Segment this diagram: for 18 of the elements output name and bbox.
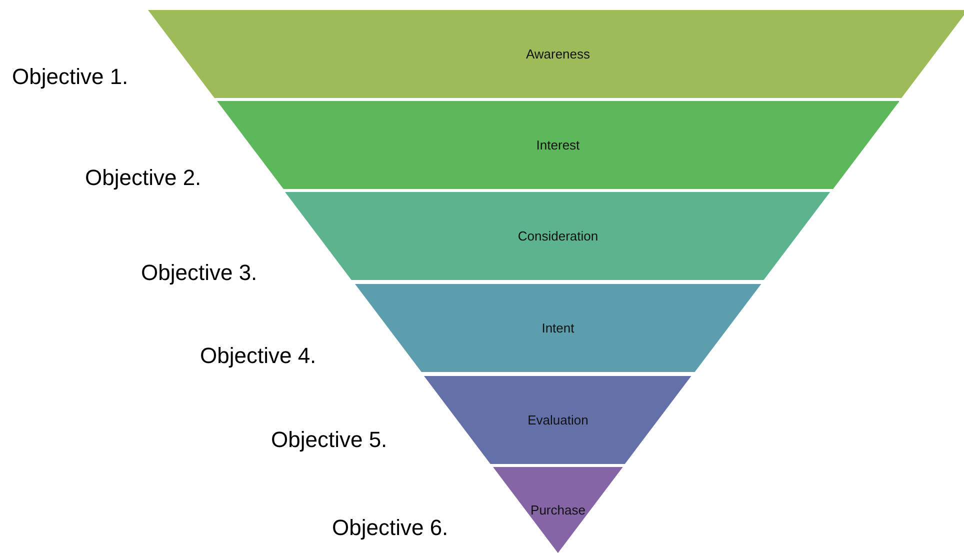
objective-label: Objective 3.	[141, 260, 258, 286]
funnel-band	[493, 467, 623, 553]
objective-label: Objective 6.	[332, 515, 448, 541]
funnel-band	[148, 10, 964, 98]
stage-label: Consideration	[518, 228, 598, 244]
stage-label: Intent	[542, 320, 574, 336]
stage-label: Purchase	[530, 502, 586, 518]
objective-label: Objective 5.	[271, 427, 388, 453]
objective-label: Objective 2.	[85, 165, 202, 191]
stage-label: Interest	[536, 138, 580, 152]
funnel-band	[216, 101, 900, 189]
funnel-band	[285, 192, 831, 280]
objective-label: Objective 4.	[200, 343, 316, 369]
funnel-band	[354, 284, 762, 372]
stage-label: Evaluation	[528, 412, 588, 428]
funnel-band	[424, 376, 692, 464]
stage-label: Awareness	[526, 46, 590, 62]
objective-label: Objective 1.	[12, 64, 128, 90]
